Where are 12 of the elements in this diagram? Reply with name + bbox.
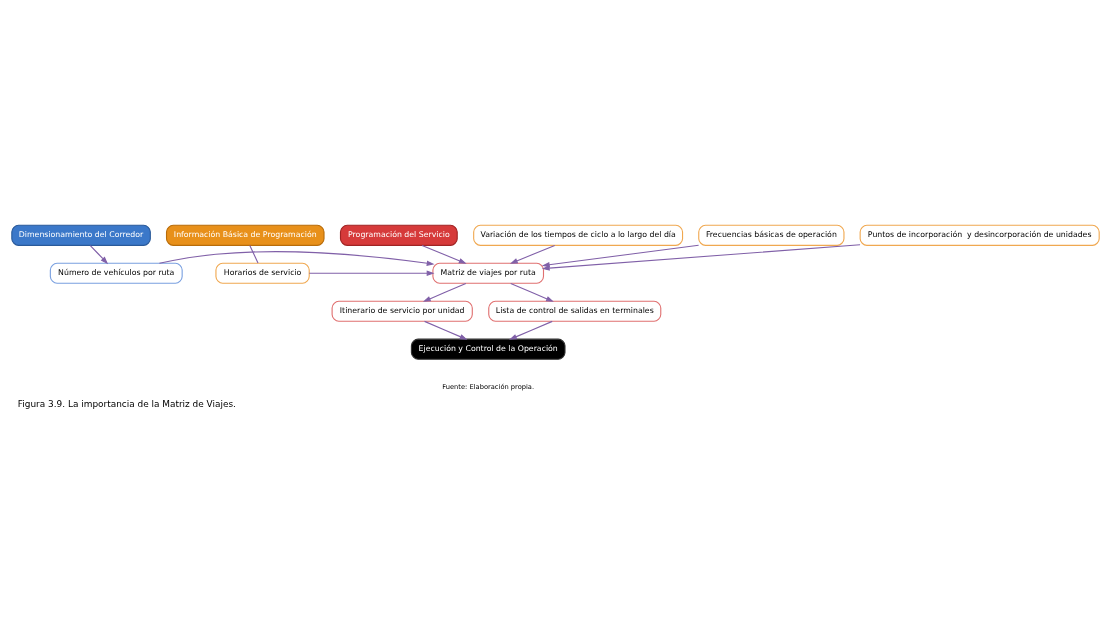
arrow (421, 244, 467, 264)
arrow (509, 244, 556, 264)
caption: Figura 3.9. La importancia de la Matriz de Viajes. (17, 398, 236, 409)
arrow (422, 282, 467, 302)
arrow (509, 320, 553, 340)
arrow (510, 282, 554, 302)
arrow (541, 243, 861, 271)
arrow (541, 244, 700, 267)
arrow (308, 270, 435, 276)
arrow (424, 320, 468, 340)
connector (249, 244, 259, 263)
arrow (89, 244, 109, 264)
